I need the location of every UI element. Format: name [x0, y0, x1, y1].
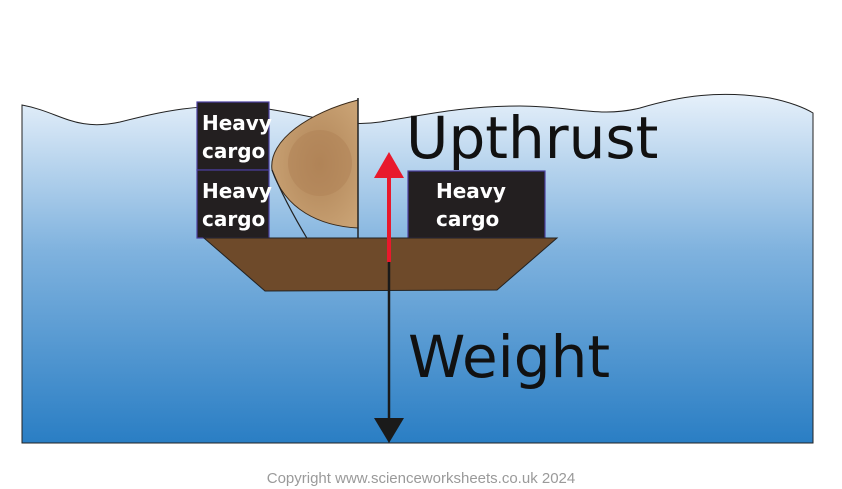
sail-icon [271, 98, 359, 241]
cargo-box: Heavy cargo [196, 101, 272, 171]
cargo-label-line1: Heavy [202, 111, 272, 135]
copyright-text: Copyright www.scienceworksheets.co.uk 20… [266, 470, 576, 487]
cargo-label-line2: cargo [436, 207, 499, 231]
cargo-label-line1: Heavy [436, 179, 506, 203]
weight-label: Weight [408, 323, 610, 391]
cargo-box: Heavy cargo [196, 169, 272, 239]
upthrust-label: Upthrust [406, 104, 658, 172]
arrow-up-icon [374, 152, 404, 262]
boat-icon [202, 237, 559, 292]
cargo-label-line2: cargo [202, 139, 265, 163]
cargo-box: Heavy cargo [407, 170, 546, 239]
cargo-label-line2: cargo [202, 207, 265, 231]
arrow-down-icon [374, 262, 404, 443]
cargo-label-line1: Heavy [202, 179, 272, 203]
